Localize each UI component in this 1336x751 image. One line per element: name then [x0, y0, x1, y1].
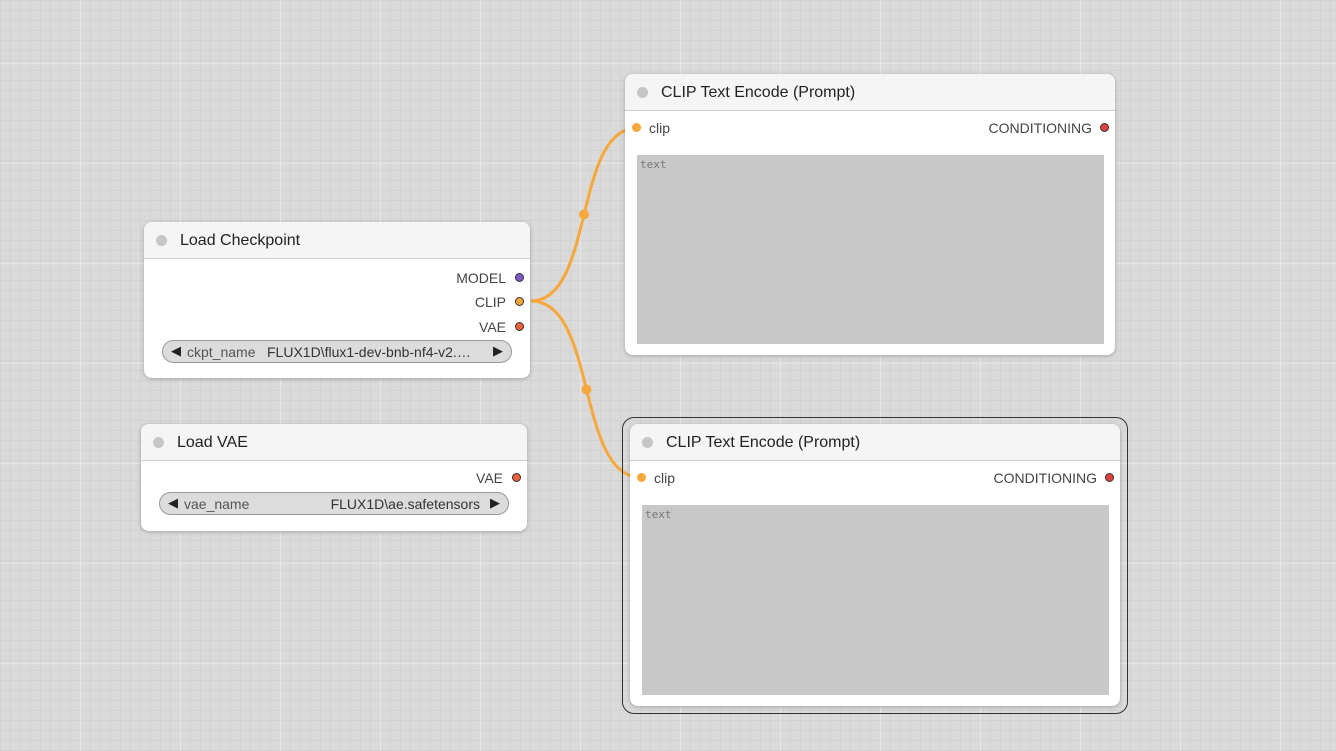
node-header[interactable]: Load VAE [141, 424, 527, 461]
node-header[interactable]: Load Checkpoint [144, 222, 530, 259]
load-checkpoint-node[interactable]: Load Checkpoint MODEL CLIP VAE ◀ ckpt_na… [144, 222, 530, 378]
output-slot-label: VAE [476, 470, 503, 486]
output-slot-clip[interactable]: CLIP [144, 293, 530, 311]
node-title: Load VAE [177, 434, 248, 451]
combo-widget-value: FLUX1D\ae.safetensors [330, 496, 480, 512]
collapse-toggle-icon[interactable] [153, 437, 164, 448]
input-slot-clip[interactable]: clip [625, 119, 825, 137]
load-vae-node[interactable]: Load VAE VAE ◀ vae_name FLUX1D\ae.safete… [141, 424, 527, 531]
clip-link-1-midpoint[interactable] [579, 209, 589, 220]
clip-link-to-encode-1[interactable] [530, 126, 638, 303]
collapse-toggle-icon[interactable] [637, 87, 648, 98]
output-slot-label: VAE [479, 319, 506, 335]
combo-left-arrow-icon[interactable]: ◀ [168, 495, 178, 510]
combo-right-arrow-icon[interactable]: ▶ [490, 495, 500, 510]
combo-widget-value: FLUX1D\flux1-dev-bnb-nf4-v2.safetensors [267, 344, 471, 360]
input-slot-label: clip [654, 470, 676, 486]
vae-name-combo[interactable]: ◀ vae_name FLUX1D\ae.safetensors ▶ [159, 492, 509, 515]
clip-input-dot-icon[interactable] [637, 473, 646, 482]
node-title: CLIP Text Encode (Prompt) [661, 84, 856, 101]
clip-text-encode-node-2[interactable]: CLIP Text Encode (Prompt) clip CONDITION… [630, 424, 1120, 706]
conditioning-output-dot-icon[interactable] [1100, 123, 1109, 132]
output-slot-vae[interactable]: VAE [144, 318, 530, 336]
node-title: Load Checkpoint [180, 232, 301, 249]
output-slot-label: CONDITIONING [993, 470, 1097, 486]
combo-right-arrow-icon[interactable]: ▶ [493, 343, 503, 358]
collapse-toggle-icon[interactable] [156, 235, 167, 246]
collapse-toggle-icon[interactable] [642, 437, 653, 448]
vae-output-dot-icon[interactable] [515, 322, 524, 331]
output-slot-label: CONDITIONING [988, 120, 1092, 136]
clip-link-2-midpoint[interactable] [581, 384, 592, 395]
vae-output-dot-icon[interactable] [512, 473, 521, 482]
combo-widget-name: ckpt_name [187, 344, 256, 360]
ckpt-name-combo[interactable]: ◀ ckpt_name FLUX1D\flux1-dev-bnb-nf4-v2.… [162, 340, 512, 363]
model-output-dot-icon[interactable] [515, 273, 524, 282]
clip-text-encode-node-1[interactable]: CLIP Text Encode (Prompt) clip CONDITION… [625, 74, 1115, 355]
clip-output-dot-icon[interactable] [515, 297, 524, 306]
output-slot-conditioning[interactable]: CONDITIONING [915, 119, 1115, 137]
output-slot-model[interactable]: MODEL [144, 269, 530, 287]
prompt-text-area[interactable] [637, 155, 1104, 344]
output-slot-label: CLIP [474, 294, 506, 310]
conditioning-output-dot-icon[interactable] [1105, 473, 1114, 482]
output-slot-conditioning[interactable]: CONDITIONING [920, 469, 1120, 487]
input-slot-clip[interactable]: clip [630, 469, 830, 487]
output-slot-vae[interactable]: VAE [141, 469, 527, 487]
input-slot-label: clip [649, 120, 671, 136]
prompt-text-area[interactable] [642, 505, 1109, 695]
node-header[interactable]: CLIP Text Encode (Prompt) [625, 74, 1115, 111]
node-header[interactable]: CLIP Text Encode (Prompt) [630, 424, 1120, 461]
clip-input-dot-icon[interactable] [632, 123, 641, 132]
node-title: CLIP Text Encode (Prompt) [666, 434, 861, 451]
combo-widget-name: vae_name [184, 496, 250, 512]
combo-left-arrow-icon[interactable]: ◀ [171, 343, 181, 358]
output-slot-label: MODEL [456, 270, 506, 286]
